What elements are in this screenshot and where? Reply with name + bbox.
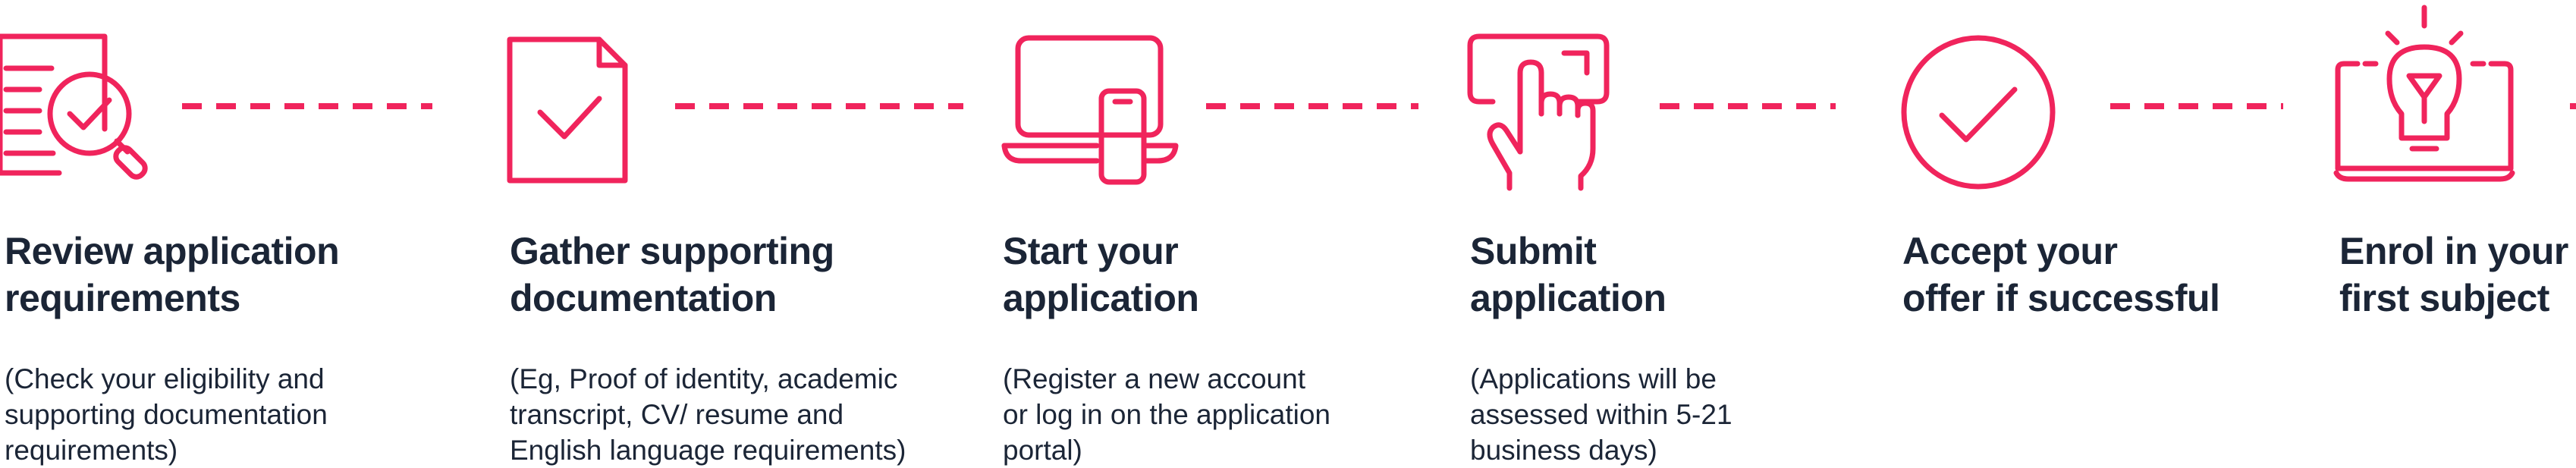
step-accept-offer: Accept your offer if successful [1902, 228, 2220, 322]
step-description: (Register a new account or log in on the… [1003, 363, 1330, 466]
step-start-application: Start your application (Register a new a… [1003, 228, 1330, 468]
step-title: Review application requirements [5, 230, 340, 319]
step-title: Start your application [1003, 230, 1199, 319]
step-gather-documentation: Gather supporting documentation (Eg, Pro… [510, 228, 906, 468]
step-submit-application: Submit application (Applications will be… [1470, 228, 1733, 468]
step-title: Accept your offer if successful [1902, 230, 2220, 319]
step-title: Gather supporting documentation [510, 230, 834, 319]
document-check-icon [507, 36, 628, 184]
laptop-phone-icon [1001, 35, 1179, 185]
step-description: (Applications will be assessed within 5-… [1470, 363, 1733, 466]
step-review-requirements: Review application requirements (Check y… [5, 228, 340, 468]
circle-check-icon [1901, 35, 2056, 190]
step-title: Enrol in your first subject [2339, 230, 2568, 319]
step-description: (Check your eligibility and supporting d… [5, 363, 328, 466]
process-icons [0, 5, 2576, 191]
hand-tap-icon [1467, 33, 1610, 191]
step-enrol-subject: Enrol in your first subject [2339, 228, 2568, 322]
step-description: (Eg, Proof of identity, academic transcr… [510, 363, 906, 466]
laptop-lightbulb-icon [2333, 5, 2515, 182]
document-search-icon [0, 33, 148, 180]
step-title: Submit application [1470, 230, 1667, 319]
